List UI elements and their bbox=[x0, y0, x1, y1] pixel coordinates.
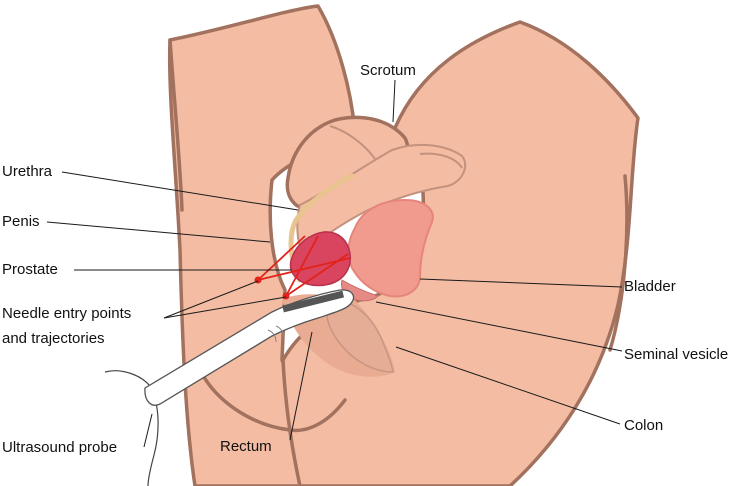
label-urethra: Urethra bbox=[2, 163, 53, 180]
label-bladder: Bladder bbox=[624, 278, 676, 295]
label-prostate: Prostate bbox=[2, 261, 58, 278]
leader-penis bbox=[46, 221, 271, 243]
leader-needle-2 bbox=[163, 296, 287, 319]
needle-entry-point-2 bbox=[282, 292, 290, 300]
right-flank bbox=[608, 174, 629, 352]
leader-ultrasound-probe bbox=[143, 413, 153, 448]
leader-bladder bbox=[419, 278, 623, 288]
leader-rectum bbox=[289, 331, 313, 441]
probe-tip bbox=[282, 290, 345, 313]
leader-lines bbox=[46, 79, 623, 448]
leader-urethra bbox=[61, 171, 299, 211]
label-needle-line1: Needle entry points bbox=[2, 305, 131, 322]
needle-trajectory-4 bbox=[285, 235, 319, 297]
needle-trajectories bbox=[257, 235, 351, 297]
prostate-shape bbox=[289, 231, 352, 287]
leader-needle-1 bbox=[163, 280, 259, 319]
left-flank bbox=[168, 38, 184, 212]
needle-trajectory-1 bbox=[257, 257, 351, 281]
probe-handle-lines bbox=[267, 325, 285, 343]
leader-colon bbox=[395, 346, 621, 425]
label-seminal-vesicle: Seminal vesicle bbox=[624, 346, 728, 363]
leader-seminal-vesicle bbox=[375, 301, 623, 352]
needle-trajectory-2 bbox=[257, 235, 306, 281]
penis-inner-line bbox=[419, 152, 463, 169]
needle-trajectory-3 bbox=[285, 253, 349, 297]
probe-cable bbox=[104, 370, 159, 486]
buttock-fold bbox=[198, 368, 347, 433]
leader-scrotum bbox=[392, 79, 396, 123]
probe-body bbox=[144, 289, 355, 406]
label-ultrasound-probe: Ultrasound probe bbox=[2, 439, 117, 456]
label-penis: Penis bbox=[2, 213, 40, 230]
bladder-shape bbox=[347, 198, 434, 298]
label-scrotum: Scrotum bbox=[360, 62, 416, 79]
label-needle-line2: and trajectories bbox=[2, 330, 105, 347]
label-rectum: Rectum bbox=[220, 438, 272, 455]
colon-shape bbox=[326, 299, 394, 373]
label-colon: Colon bbox=[624, 417, 663, 434]
ultrasound-probe[interactable] bbox=[144, 289, 355, 406]
